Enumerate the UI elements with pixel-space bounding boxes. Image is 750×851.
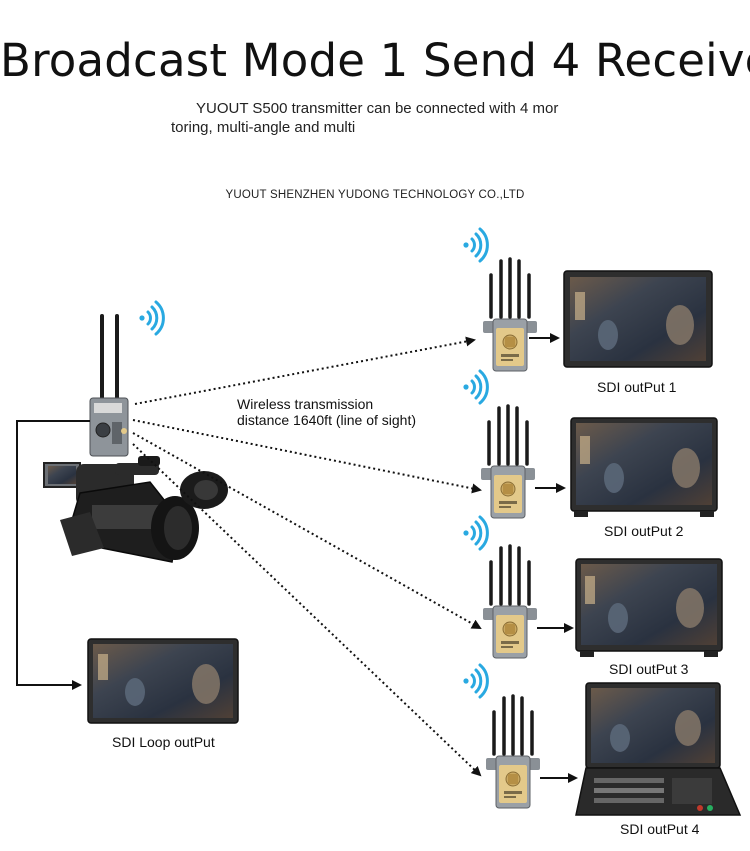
video-switcher [575,682,742,816]
description-line-1: YUOUT S500 transmitter can be connected … [196,100,559,117]
output-1-label: SDI outPut 1 [597,379,677,395]
monitor-2 [570,417,718,517]
transmitter-wifi-icon [137,300,165,336]
receiver-1 [481,257,539,373]
transmission-line-4 [132,443,482,777]
monitor-3 [575,558,723,657]
receiver-4 [484,694,542,810]
receiver-4-wifi-icon [461,663,489,699]
receiver-3 [481,544,539,660]
receiver-2 [479,404,537,520]
loop-monitor [87,638,239,724]
receiver-1-wifi-icon [461,227,489,263]
loop-output-label: SDI Loop outPut [112,734,215,750]
transmission-line-2 [132,419,482,494]
description-line-2: toring, multi-angle and multi [171,119,356,136]
transmitter-device [89,314,129,457]
transmission-line-1 [134,336,476,405]
transmission-line-3 [132,432,482,629]
camcorder [43,456,228,563]
monitor-1 [563,270,713,368]
output-3-label: SDI outPut 3 [609,661,689,677]
distance-label-line-1: Wireless transmission [237,396,374,412]
loop-output-line [16,420,90,690]
distance-label-line-2: distance 1640ft (line of sight) [237,412,416,428]
page-title: Broadcast Mode 1 Send 4 Receive [0,34,750,87]
company-name: YUOUT SHENZHEN YUDONG TECHNOLOGY CO.,LTD [225,189,525,201]
output-2-label: SDI outPut 2 [604,523,684,539]
receiver-2-wifi-icon [461,369,489,405]
receiver-3-wifi-icon [461,515,489,551]
output-4-label: SDI outPut 4 [620,821,700,837]
